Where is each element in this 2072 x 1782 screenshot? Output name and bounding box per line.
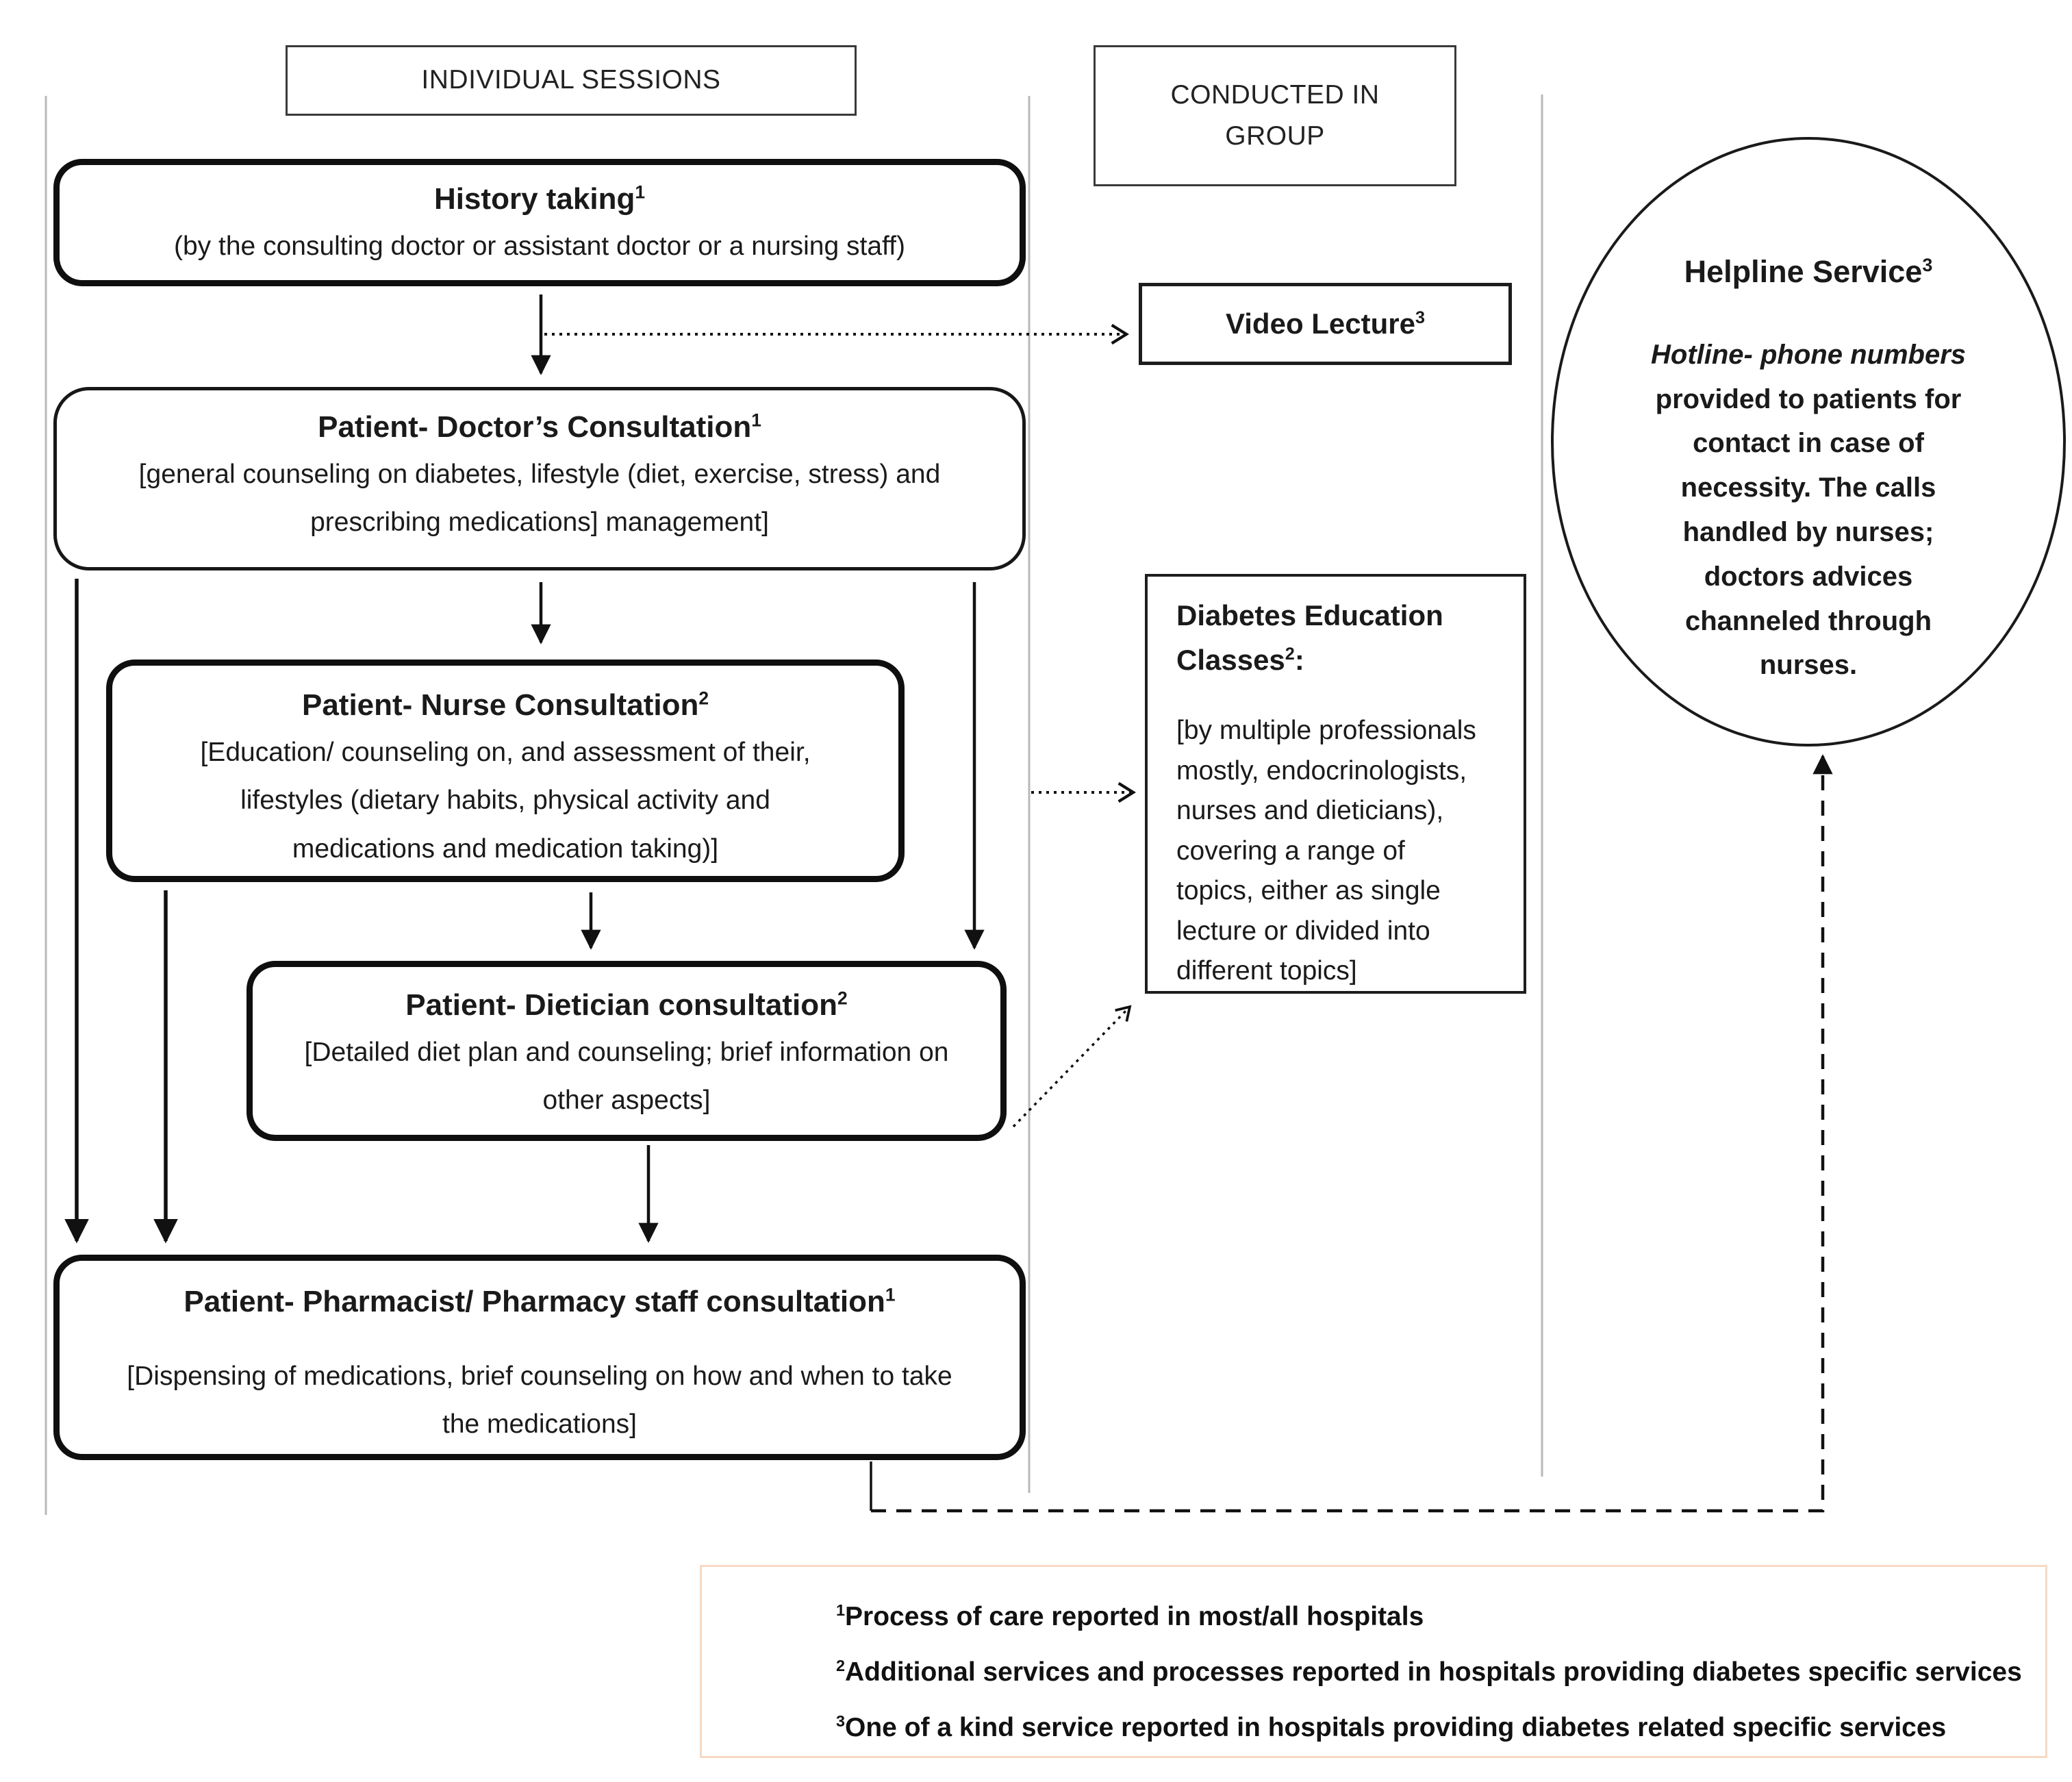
patient-dietician-consultation-title: Patient- Dietician consultation2: [405, 988, 848, 1022]
history-taking-box: History taking1 (by the consulting docto…: [53, 159, 1026, 286]
individual-sessions-label: INDIVIDUAL SESSIONS: [421, 65, 721, 95]
helpline-service-ellipse: Helpline Service3 Hotline- phone numbers…: [1551, 137, 2066, 746]
conducted-in-group-header: CONDUCTED IN GROUP: [1094, 45, 1456, 186]
patient-dietician-consultation-box: Patient- Dietician consultation2 [Detail…: [247, 961, 1007, 1141]
footnote-1: 1Process of care reported in most/all ho…: [836, 1601, 1424, 1631]
video-lecture-title: Video Lecture3: [1226, 308, 1425, 340]
helpline-service-title: Helpline Service3: [1684, 254, 1933, 289]
patient-nurse-consultation-body: [Education/ counseling on, and assessmen…: [200, 738, 811, 864]
footnotes-box: 1Process of care reported in most/all ho…: [700, 1565, 2047, 1758]
conducted-in-group-label-line1: CONDUCTED IN: [1170, 79, 1380, 110]
arrow-dietician-to-education-classes: [1012, 1005, 1132, 1128]
patient-dietician-consultation-body: [Detailed diet plan and counseling; brie…: [304, 1038, 949, 1116]
diabetes-education-classes-box: Diabetes Education Classes2: [by multipl…: [1145, 574, 1526, 994]
patient-pharmacist-consultation-box: Patient- Pharmacist/ Pharmacy staff cons…: [53, 1255, 1026, 1460]
footnote-3: 3One of a kind service reported in hospi…: [836, 1711, 1947, 1742]
patient-nurse-consultation-box: Patient- Nurse Consultation2 [Education/…: [106, 660, 905, 882]
patient-doctor-consultation-title: Patient- Doctor’s Consultation1: [318, 410, 761, 444]
history-taking-body: (by the consulting doctor or assistant d…: [174, 231, 905, 262]
patient-nurse-consultation-title: Patient- Nurse Consultation2: [301, 688, 709, 722]
conducted-in-group-label-line2: GROUP: [1225, 121, 1325, 151]
history-taking-title: History taking1: [433, 181, 646, 216]
video-lecture-box: Video Lecture3: [1139, 283, 1512, 365]
patient-pharmacist-consultation-title: Patient- Pharmacist/ Pharmacy staff cons…: [184, 1284, 896, 1318]
patient-doctor-consultation-box: Patient- Doctor’s Consultation1 [general…: [53, 387, 1026, 570]
patient-pharmacist-consultation-body: [Dispensing of medications, brief counse…: [127, 1361, 952, 1440]
footnote-2: 2Additional services and processes repor…: [836, 1656, 2022, 1687]
diabetes-education-classes-title: Diabetes Education Classes2:: [1176, 599, 1443, 677]
individual-sessions-header: INDIVIDUAL SESSIONS: [286, 45, 857, 116]
patient-doctor-consultation-body: [general counseling on diabetes, lifesty…: [138, 460, 941, 538]
helpline-service-body: Hotline- phone numbers provided to patie…: [1651, 339, 1966, 681]
diabetes-education-classes-body: [by multiple professionals mostly, endoc…: [1176, 716, 1476, 986]
